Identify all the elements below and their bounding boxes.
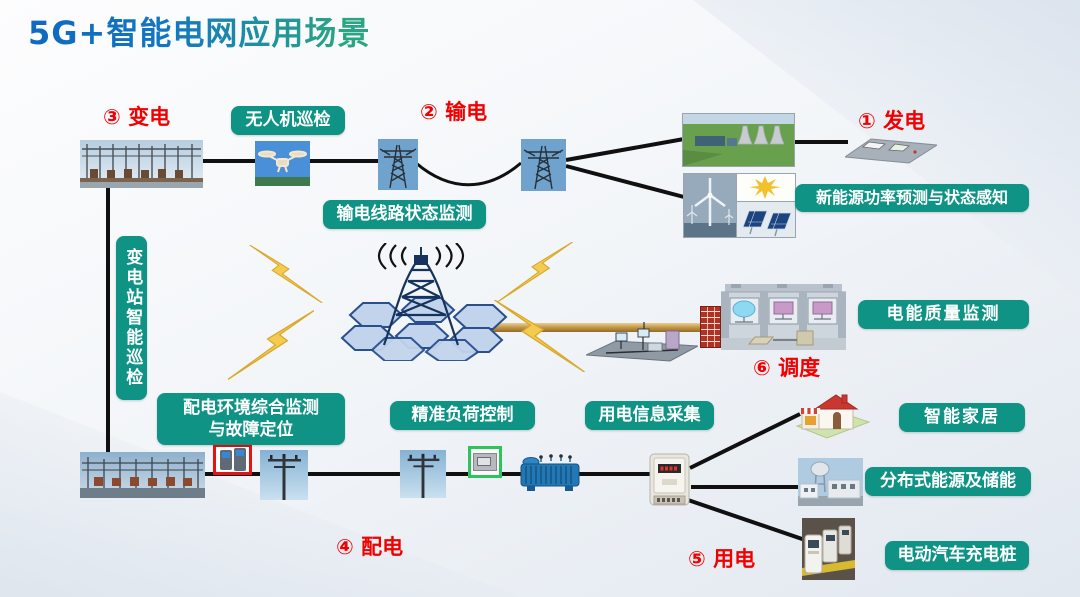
tag-transmission-line-monitoring: 输电线路状态监测 bbox=[323, 200, 486, 230]
tag-distribution-env-monitoring-line1: 配电环境综合监测 bbox=[183, 398, 319, 418]
sun-photo bbox=[736, 173, 796, 202]
fault-indicator-icon bbox=[219, 449, 232, 470]
tag-ev-charging-pile: 电动汽车充电桩 bbox=[885, 541, 1029, 571]
control-network-graphic bbox=[586, 320, 698, 362]
tag-substation-smart-inspection: 变电站智能巡检 bbox=[116, 236, 148, 400]
load-control-terminal-icon bbox=[473, 453, 497, 471]
firewall-graphic bbox=[700, 306, 721, 348]
stage-consumption-label: ⑤ 用电 bbox=[688, 547, 756, 571]
tag-distribution-env-monitoring-line2: 与故障定位 bbox=[208, 420, 294, 441]
5g-base-station-graphic bbox=[338, 243, 518, 361]
tag-drone-inspection: 无人机巡检 bbox=[231, 106, 345, 136]
transformer-photo bbox=[517, 454, 585, 492]
solar-panel-photo bbox=[736, 201, 796, 238]
transmission-tower-2-photo bbox=[521, 139, 566, 191]
load-control-terminal bbox=[468, 446, 502, 478]
wind-turbine-photo bbox=[683, 173, 737, 238]
fault-indicator-icon bbox=[233, 448, 246, 471]
ev-charging-pile-photo bbox=[802, 518, 855, 580]
power-plant-photo bbox=[682, 113, 795, 167]
tag-smart-home: 智能家居 bbox=[899, 403, 1025, 433]
stage-transmission-label: ② 输电 bbox=[420, 100, 488, 124]
backbone-pipe-graphic bbox=[483, 323, 702, 332]
tag-distribution-env-monitoring: 配电环境综合监测 与故障定位 bbox=[157, 393, 345, 446]
tag-precise-load-control: 精准负荷控制 bbox=[390, 401, 535, 431]
tag-power-quality-monitoring: 电能质量监测 bbox=[858, 300, 1029, 330]
electric-meter-photo bbox=[648, 452, 691, 509]
stage-substation-label: ③ 变电 bbox=[103, 105, 171, 129]
lightning-bolt-icon bbox=[482, 299, 597, 376]
page-title: 5G+智能电网应用场景 bbox=[28, 8, 370, 54]
transmission-tower-1-photo bbox=[378, 139, 418, 190]
lightning-bolt-icon bbox=[227, 302, 315, 392]
distribution-substation-photo bbox=[80, 452, 205, 498]
distributed-energy-photo bbox=[798, 458, 863, 506]
tag-power-info-collection: 用电信息采集 bbox=[585, 401, 714, 431]
stage-distribution-label: ④ 配电 bbox=[336, 535, 404, 559]
lightning-bolt-icon bbox=[238, 244, 334, 307]
drone-photo bbox=[255, 141, 310, 186]
stage-generation-label: ① 发电 bbox=[858, 109, 926, 133]
utility-pole-photo-1 bbox=[260, 450, 308, 500]
substation-photo bbox=[80, 140, 203, 188]
dispatch-center-graphic bbox=[721, 284, 846, 350]
utility-pole-photo-2 bbox=[398, 450, 448, 498]
smart-home-graphic bbox=[795, 392, 871, 440]
tag-distributed-energy-storage: 分布式能源及储能 bbox=[865, 467, 1031, 497]
tag-renewable-power-prediction: 新能源功率预测与状态感知 bbox=[795, 184, 1029, 212]
stage-dispatch-label: ⑥ 调度 bbox=[753, 356, 821, 380]
fault-indicator-devices bbox=[213, 444, 252, 475]
